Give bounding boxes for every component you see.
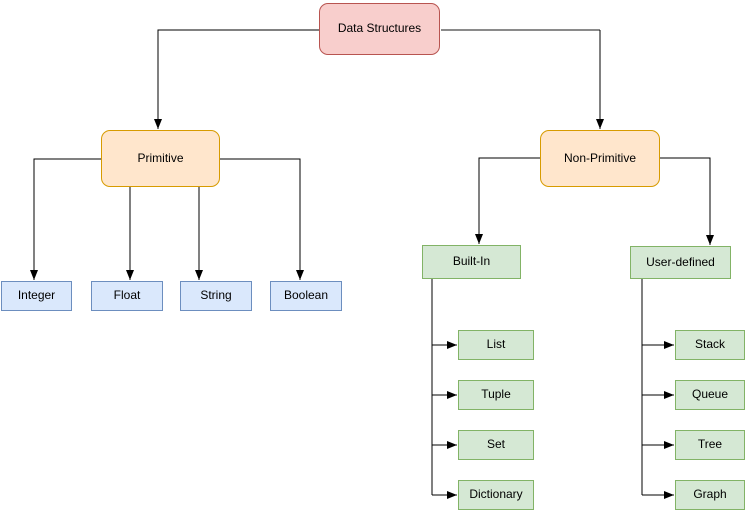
- node-tuple-label: Tuple: [481, 387, 511, 402]
- connector-nonprimitive-userdefined: [660, 157, 714, 245]
- node-built-in-label: Built-In: [452, 254, 491, 269]
- node-graph: Graph: [675, 480, 745, 510]
- node-queue: Queue: [675, 380, 745, 410]
- node-non-primitive-label: Non-Primitive: [563, 150, 636, 165]
- node-integer-label: Integer: [17, 288, 56, 303]
- node-string: String: [180, 281, 252, 311]
- node-user-defined: User-defined: [630, 246, 731, 279]
- connector-primitive-integer: [30, 158, 101, 280]
- node-dictionary: Dictionary: [458, 480, 534, 510]
- node-graph-label: Graph: [693, 487, 727, 502]
- connector-primitive-boolean: [220, 158, 304, 280]
- node-tuple: Tuple: [458, 380, 534, 410]
- node-tree-label: Tree: [697, 437, 723, 452]
- node-queue-label: Queue: [691, 387, 729, 402]
- node-string-label: String: [200, 288, 232, 303]
- node-primitive-label: Primitive: [137, 150, 184, 165]
- node-list: List: [458, 330, 534, 360]
- node-data-structures: Data Structures: [319, 3, 440, 55]
- node-built-in: Built-In: [422, 245, 521, 279]
- node-set: Set: [458, 430, 534, 460]
- node-user-defined-label: User-defined: [646, 254, 715, 269]
- node-float: Float: [91, 281, 163, 311]
- node-boolean-label: Boolean: [283, 288, 329, 303]
- node-stack-label: Stack: [694, 337, 725, 352]
- node-set-label: Set: [486, 437, 505, 452]
- node-boolean: Boolean: [270, 281, 342, 311]
- node-list-label: List: [486, 337, 506, 352]
- node-primitive: Primitive: [101, 130, 220, 187]
- node-float-label: Float: [113, 288, 141, 303]
- node-dictionary-label: Dictionary: [469, 487, 523, 502]
- node-stack: Stack: [675, 330, 745, 360]
- node-integer: Integer: [1, 281, 72, 311]
- connector-root-primitive: [154, 29, 319, 129]
- connector-nonprimitive-builtin: [475, 157, 540, 244]
- node-non-primitive: Non-Primitive: [540, 130, 660, 187]
- node-data-structures-label: Data Structures: [337, 21, 422, 36]
- node-tree: Tree: [675, 430, 745, 460]
